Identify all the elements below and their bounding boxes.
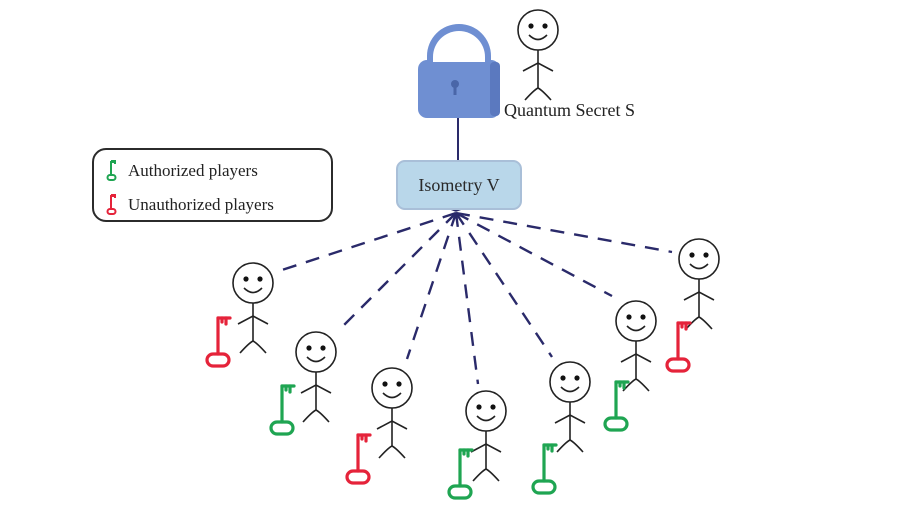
arms	[522, 62, 554, 72]
head	[678, 238, 720, 280]
green-key-icon-player-5	[531, 443, 558, 495]
arms	[237, 315, 269, 325]
smile	[560, 386, 580, 393]
head	[517, 9, 559, 51]
eye	[257, 276, 263, 282]
quantum-secret-label: Quantum Secret S	[504, 100, 635, 120]
lock-icon	[418, 24, 500, 118]
stick-figure-player-3	[371, 367, 413, 459]
smile	[626, 325, 646, 332]
smile	[476, 415, 496, 422]
isometry-label: Isometry V	[418, 174, 500, 195]
legs	[524, 87, 552, 101]
legs	[622, 378, 650, 392]
stick-figure-secret	[517, 9, 559, 101]
arms	[683, 291, 715, 301]
green-key-icon-player-2	[269, 384, 296, 436]
eye	[306, 345, 312, 351]
isometry-box: Isometry V	[396, 160, 522, 210]
legend-item-authorized: Authorized players	[106, 156, 258, 186]
smile	[306, 356, 326, 363]
legs	[556, 439, 584, 453]
eye	[528, 23, 534, 29]
arms	[554, 414, 586, 424]
eye	[490, 404, 496, 410]
smile	[528, 34, 548, 41]
green-key-icon	[106, 160, 117, 181]
connector-line-player-3	[405, 212, 458, 360]
eye	[640, 314, 646, 320]
stick-figure-player-6	[615, 300, 657, 392]
legend: Authorized players Unauthorized players	[92, 148, 333, 222]
red-key-icon-player-3	[345, 433, 372, 485]
legend-item-unauthorized: Unauthorized players	[106, 190, 274, 220]
legs	[239, 340, 267, 354]
head	[232, 262, 274, 304]
connector-line-player-2	[339, 212, 457, 330]
smile	[689, 263, 709, 270]
eye	[626, 314, 632, 320]
red-key-icon-player-1	[205, 316, 232, 368]
eye	[542, 23, 548, 29]
head	[465, 390, 507, 432]
arms	[470, 443, 502, 453]
red-key-icon	[106, 194, 117, 215]
eye	[560, 375, 566, 381]
arms	[620, 353, 652, 363]
arms	[300, 384, 332, 394]
red-key-icon-player-7	[665, 321, 692, 373]
eye	[703, 252, 709, 258]
connector-line-player-5	[455, 212, 553, 358]
legs	[302, 409, 330, 423]
eye	[243, 276, 249, 282]
green-key-icon-player-6	[603, 380, 630, 432]
head	[295, 331, 337, 373]
green-key-icon-player-4	[447, 448, 474, 500]
head	[615, 300, 657, 342]
eye	[382, 381, 388, 387]
eye	[396, 381, 402, 387]
eye	[689, 252, 695, 258]
legs	[472, 468, 500, 482]
stick-figure-player-2	[295, 331, 337, 423]
stick-figure-player-1	[232, 262, 274, 354]
legend-authorized-label: Authorized players	[128, 161, 258, 180]
eye	[320, 345, 326, 351]
connector-lines	[281, 202, 673, 385]
eye	[476, 404, 482, 410]
stick-figure-player-4	[465, 390, 507, 482]
stick-figure-player-7	[678, 238, 720, 330]
connector-line-player-1	[281, 211, 457, 272]
eye	[574, 375, 580, 381]
connector-line-player-7	[455, 211, 673, 254]
stick-figure-player-5	[549, 361, 591, 453]
stick-figure-secret-holder	[517, 9, 559, 101]
head	[371, 367, 413, 409]
connector-line-player-6	[455, 211, 613, 298]
smile	[243, 287, 263, 294]
connector-line-player-4	[454, 212, 480, 385]
players-group	[205, 238, 720, 500]
legend-unauthorized-label: Unauthorized players	[128, 195, 274, 214]
smile	[382, 392, 402, 399]
arms	[376, 420, 408, 430]
head	[549, 361, 591, 403]
legs	[378, 445, 406, 459]
